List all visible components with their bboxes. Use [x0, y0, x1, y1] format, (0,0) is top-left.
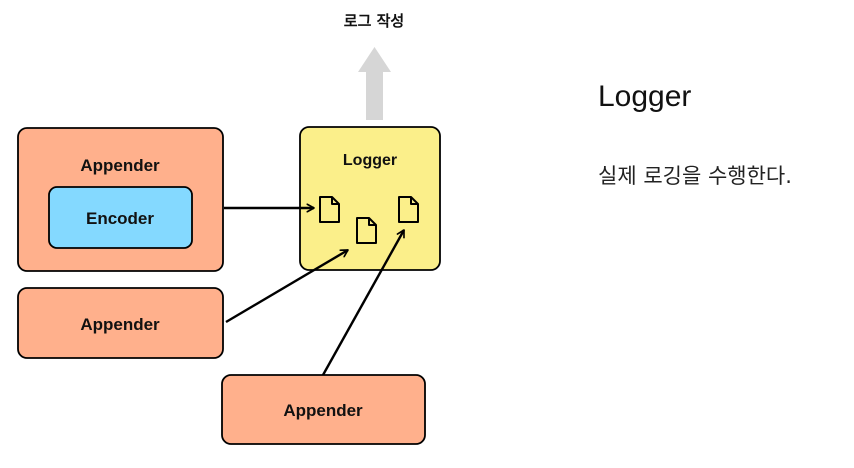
document-icon — [319, 196, 340, 223]
output-label: 로그 작성 — [344, 12, 404, 30]
appender-main-label: Appender — [80, 156, 160, 175]
logger-box-label: Logger — [343, 152, 397, 169]
document-icon — [398, 196, 419, 223]
appender-bottom-label: Appender — [283, 401, 363, 420]
arrow-appender-left-to-logger — [225, 248, 348, 324]
output-arrow-icon — [358, 47, 391, 120]
right-panel-title: Logger — [598, 80, 692, 113]
appender-left-box — [17, 287, 224, 359]
logger-box — [299, 126, 441, 271]
document-icon — [356, 217, 377, 244]
encoder-label: Encoder — [86, 209, 154, 228]
arrow-appender-bottom-to-logger — [321, 230, 406, 376]
appender-left-label: Appender — [80, 315, 160, 334]
encoder-box — [48, 186, 193, 249]
right-panel-description: 실제 로깅을 수행한다. — [598, 164, 792, 188]
